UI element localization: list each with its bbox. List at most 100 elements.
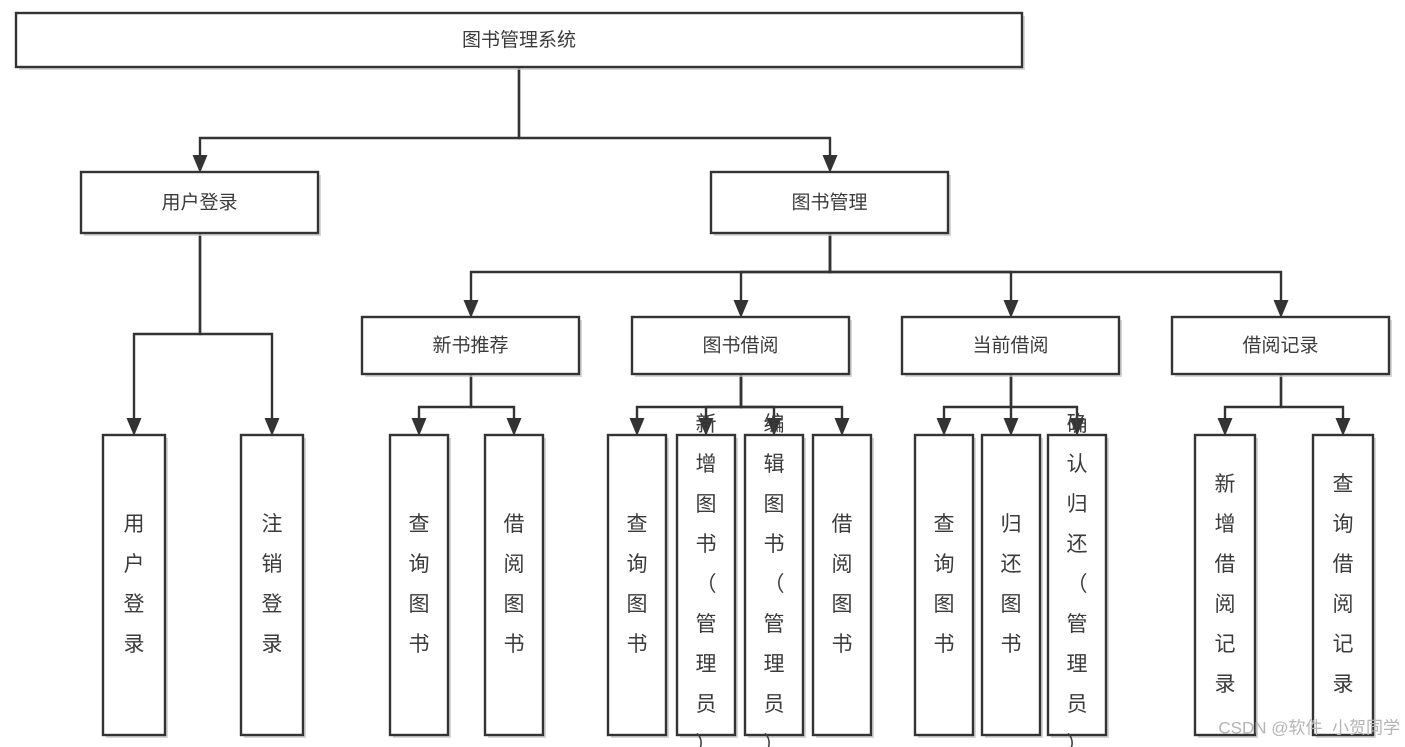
node-label: 归还图书 <box>1001 513 1022 656</box>
node-l3-borrow-record[interactable]: 借阅记录 <box>1170 315 1392 377</box>
node-rect[interactable] <box>483 433 545 737</box>
edge-l3-new-book-rec-to-leaf-query-book-rec <box>411 374 473 436</box>
connector-arrowhead <box>834 418 850 436</box>
node-leaf-confirm-return[interactable]: 确认归还（管理员） <box>1046 413 1109 747</box>
node-label: 注销登录 <box>262 513 283 656</box>
node-leaf-query-record[interactable]: 查询借阅记录 <box>1311 433 1376 738</box>
node-rect[interactable] <box>388 433 450 737</box>
node-leaf-add-book[interactable]: 新增图书（管理员） <box>675 413 738 747</box>
node-label: 确认归还（管理员） <box>1067 413 1088 747</box>
node-l3-new-book-rec[interactable]: 新书推荐 <box>360 315 582 377</box>
connector-line <box>739 233 832 300</box>
node-rect[interactable] <box>743 433 805 737</box>
node-label: 图书管理 <box>791 192 867 214</box>
node-rect[interactable] <box>360 315 581 376</box>
node-rect[interactable] <box>79 170 320 235</box>
node-rect[interactable] <box>980 433 1042 737</box>
node-rect[interactable] <box>900 315 1121 376</box>
node-label: 查询图书 <box>409 513 430 656</box>
connector-arrowhead <box>411 418 427 436</box>
connector-line <box>198 233 274 418</box>
node-rect[interactable] <box>239 433 305 737</box>
node-leaf-borrow-book[interactable]: 借阅图书 <box>811 433 874 738</box>
node-label: 借阅图书 <box>504 513 525 656</box>
connector-line <box>635 374 743 418</box>
connector-arrowhead <box>1217 418 1233 436</box>
connector-line <box>739 374 776 418</box>
edge-root-to-l2-book-manage <box>517 67 838 173</box>
node-rect[interactable] <box>1193 433 1257 737</box>
node-rect[interactable] <box>606 433 668 737</box>
connector-line <box>1279 374 1345 418</box>
connector-line <box>828 233 1283 300</box>
node-label: 图书借阅 <box>702 335 778 357</box>
node-l3-current-borrow[interactable]: 当前借阅 <box>900 315 1122 377</box>
connector-line <box>469 374 516 418</box>
node-leaf-query-book-borrow[interactable]: 查询图书 <box>606 433 669 738</box>
node-leaf-user-login[interactable]: 用户登录 <box>101 433 168 738</box>
edge-root-to-l2-user-login <box>192 67 521 173</box>
node-rect[interactable] <box>675 433 737 737</box>
edge-l3-current-borrow-to-leaf-confirm-return <box>1009 374 1085 436</box>
connector-arrowhead <box>126 418 142 436</box>
node-label: 查询图书 <box>934 513 955 656</box>
connector-line <box>198 67 521 155</box>
connector-arrowhead <box>766 418 782 436</box>
node-rect[interactable] <box>101 433 167 737</box>
connector-line <box>704 374 743 418</box>
node-label: 新书推荐 <box>432 335 508 357</box>
csdn-watermark: CSDN @软件_小贺同学 <box>1218 718 1400 737</box>
node-leaf-logout[interactable]: 注销登录 <box>239 433 306 738</box>
node-rect[interactable] <box>811 433 873 737</box>
nodes-layer: 图书管理系统用户登录图书管理新书推荐图书借阅当前借阅借阅记录用户登录注销登录查询… <box>14 11 1392 747</box>
node-rect[interactable] <box>630 315 851 376</box>
node-label: 用户登录 <box>161 192 237 214</box>
node-leaf-borrow-book-rec[interactable]: 借阅图书 <box>483 433 546 738</box>
node-label: 编辑图书（管理员） <box>764 413 785 747</box>
node-l2-user-login[interactable]: 用户登录 <box>79 170 321 236</box>
connector-line <box>469 233 832 300</box>
node-leaf-return-book[interactable]: 归还图书 <box>980 433 1043 738</box>
connector-line <box>1223 374 1283 418</box>
connector-line <box>828 233 1013 300</box>
connector-arrowhead <box>192 155 208 173</box>
node-label: 查询图书 <box>627 513 648 656</box>
connector-arrowhead <box>1003 300 1019 318</box>
node-rect[interactable] <box>1170 315 1391 376</box>
node-label: 当前借阅 <box>972 335 1048 357</box>
edges-layer <box>126 67 1351 436</box>
node-label: 查询借阅记录 <box>1333 473 1354 696</box>
edge-l2-user-login-to-leaf-user-login <box>126 233 202 436</box>
node-rect[interactable] <box>14 11 1024 69</box>
connector-arrowhead <box>264 418 280 436</box>
node-l2-book-manage[interactable]: 图书管理 <box>709 170 951 236</box>
connector-arrowhead <box>1003 418 1019 436</box>
node-leaf-query-book-cur[interactable]: 查询图书 <box>913 433 976 738</box>
node-label: 新增图书（管理员） <box>696 413 717 747</box>
connector-arrowhead <box>1335 418 1351 436</box>
connector-line <box>517 67 832 155</box>
edge-l2-user-login-to-leaf-logout <box>198 233 280 436</box>
edge-l3-new-book-rec-to-leaf-borrow-book-rec <box>469 374 522 436</box>
connector-arrowhead <box>698 418 714 436</box>
connector-line <box>132 233 202 418</box>
node-root[interactable]: 图书管理系统 <box>14 11 1025 70</box>
edge-l3-book-borrow-to-leaf-borrow-book <box>739 374 850 436</box>
node-rect[interactable] <box>1046 433 1108 737</box>
edge-l2-book-manage-to-l3-new-book-rec <box>463 233 832 318</box>
connector-line <box>417 374 473 418</box>
edge-l3-borrow-record-to-leaf-query-record <box>1279 374 1351 436</box>
node-label: 图书管理系统 <box>462 29 576 51</box>
node-rect[interactable] <box>913 433 975 737</box>
node-rect[interactable] <box>709 170 950 235</box>
connector-arrowhead <box>629 418 645 436</box>
connector-line <box>739 374 844 418</box>
node-leaf-add-record[interactable]: 新增借阅记录 <box>1193 433 1258 738</box>
node-label: 借阅记录 <box>1242 335 1318 357</box>
node-rect[interactable] <box>1311 433 1375 737</box>
connector-line <box>1009 374 1079 418</box>
node-l3-book-borrow[interactable]: 图书借阅 <box>630 315 852 377</box>
node-leaf-query-book-rec[interactable]: 查询图书 <box>388 433 451 738</box>
node-leaf-edit-book[interactable]: 编辑图书（管理员） <box>743 413 806 747</box>
